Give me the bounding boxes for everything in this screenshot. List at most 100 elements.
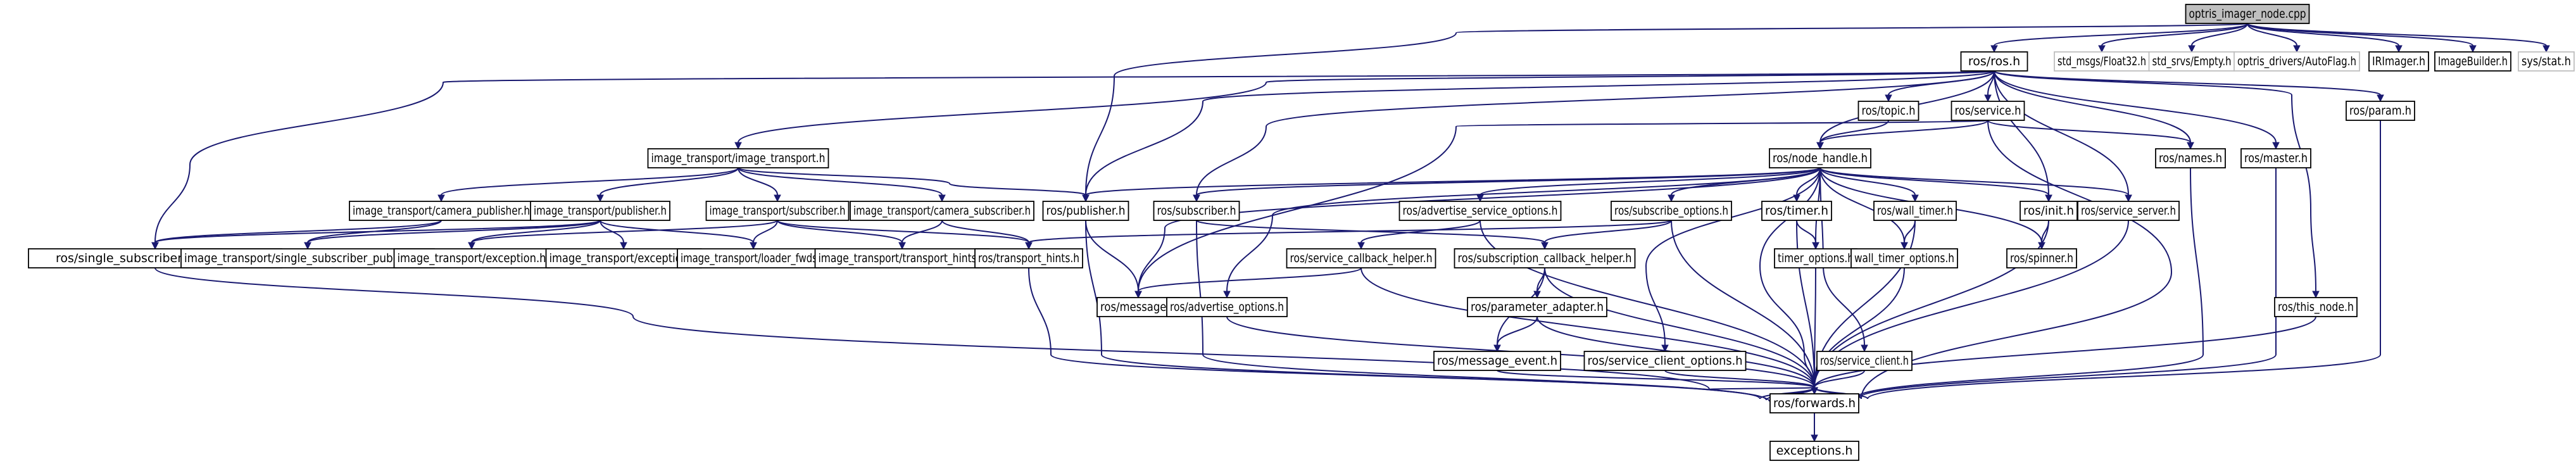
node-ros-service-h[interactable]: ros/service.h: [1951, 101, 2025, 121]
node-label: wall_timer_options.h: [1854, 251, 1954, 265]
node-image-transport-single-subscriber-publisher-h[interactable]: image_transport/single_subscriber_publis…: [180, 248, 435, 268]
edge-root-to-std_empty: [2188, 23, 2248, 53]
edge-it_camera_publisher-to-ros_single_sub_pub: [151, 220, 442, 250]
node-ros-message-event-h[interactable]: ros/message_event.h: [1433, 351, 1561, 371]
edge-line: [1994, 70, 2277, 143]
node-ros-forwards-h[interactable]: ros/forwards.h: [1769, 393, 1859, 413]
edge-arrowhead: [2188, 45, 2196, 53]
node-ros-parameter-adapter-h[interactable]: ros/parameter_adapter.h: [1467, 297, 1607, 317]
node-box: [2240, 148, 2311, 168]
node-ros-init-h[interactable]: ros/init.h: [2020, 201, 2078, 221]
node-box: [2234, 51, 2360, 72]
edge-arrowhead: [1223, 291, 1231, 299]
edge-line: [1819, 167, 1905, 243]
node-ros-node-handle-h[interactable]: ros/node_handle.h: [1769, 148, 1871, 168]
edge-arrowhead: [2542, 45, 2550, 53]
node-ros-transport-hints-h[interactable]: ros/transport_hints.h: [974, 248, 1083, 268]
node-optris-imager-node-cpp[interactable]: optris_imager_node.cpp: [2185, 4, 2310, 24]
edge-arrowhead: [1025, 242, 1033, 250]
edge-line: [1085, 167, 1821, 196]
edge-it_subscriber-to-it_loader_fwds: [750, 220, 778, 250]
edge-arrowhead: [620, 242, 627, 250]
node-image-transport-image-transport-h[interactable]: image_transport/image_transport.h: [647, 148, 829, 168]
edge-ros_node_handle-to-ros_message: [1134, 167, 1821, 299]
node-label: ros/names.h: [2159, 151, 2222, 165]
node-ros-param-h[interactable]: ros/param.h: [2346, 101, 2415, 121]
edge-it_publisher-to-it_exception_b: [600, 220, 627, 250]
edge-line: [1994, 70, 2049, 196]
node-ros-service-client-h[interactable]: ros/service_client.h: [1816, 351, 1913, 371]
node-irimager-h[interactable]: IRImager.h: [2368, 51, 2429, 72]
edge-line: [1819, 120, 1989, 143]
node-ros-master-h[interactable]: ros/master.h: [2240, 148, 2311, 168]
node-image-transport-exception-h[interactable]: image_transport/exception.h: [393, 248, 550, 268]
node-wall-timer-options-h[interactable]: wall_timer_options.h: [1850, 248, 1958, 268]
node-label: std_msgs/Float32.h: [2058, 54, 2146, 68]
edge-line: [1994, 70, 2129, 196]
edge-arrowhead: [2312, 291, 2320, 299]
node-ros-advertise-service-options-h[interactable]: ros/advertise_service_options.h: [1398, 201, 1562, 221]
node-ros-service-server-h[interactable]: ros/service_server.h: [2077, 201, 2180, 221]
edge-line: [471, 220, 601, 243]
node-box: [1454, 248, 1636, 268]
node-ros-service-client-options-h[interactable]: ros/service_client_options.h: [1583, 351, 1747, 371]
edge-line: [1480, 167, 1821, 196]
node-image-transport-camera-subscriber-h[interactable]: image_transport/camera_subscriber.h: [850, 201, 1034, 221]
node-timer-options-h[interactable]: timer_options.h: [1774, 248, 1857, 268]
node-ros-publisher-h[interactable]: ros/publisher.h: [1042, 201, 1129, 221]
edge-it_camera_subscriber-to-it_transport_hints: [898, 220, 943, 250]
edge-line: [1759, 167, 1821, 388]
edge-arrowhead: [1811, 387, 1818, 395]
edge-it_image_transport-to-ros_publisher: [738, 167, 1090, 203]
node-ros-topic-h[interactable]: ros/topic.h: [1857, 101, 1919, 121]
edge-arrowhead: [1990, 45, 1998, 53]
node-ros-wall-timer-h[interactable]: ros/wall_timer.h: [1873, 201, 1957, 221]
node-ros-subscription-callback-helper-h[interactable]: ros/subscription_callback_helper.h: [1454, 248, 1636, 268]
node-image-transport-exception-h[interactable]: image_transport/exception.h: [545, 248, 702, 268]
node-ros-message-h[interactable]: ros/message.h: [1096, 297, 1180, 317]
node-ros-names-h[interactable]: ros/names.h: [2155, 148, 2226, 168]
node-label: image_transport/publisher.h: [534, 204, 667, 218]
edge-line: [600, 220, 754, 243]
node-image-transport-transport-hints-h[interactable]: image_transport/transport_hints.h: [814, 248, 990, 268]
edge-ros_message_event-to-ros_forwards: [1497, 370, 1818, 395]
node-image-transport-publisher-h[interactable]: image_transport/publisher.h: [530, 201, 670, 221]
node-imagebuilder-h[interactable]: ImageBuilder.h: [2434, 51, 2511, 72]
edge-ros_node_handle-to-ros_wall_timer: [1819, 167, 1919, 203]
node-ros-timer-h[interactable]: ros/timer.h: [1761, 201, 1832, 221]
edge-ros_node_handle-to-ros_subscriber: [1193, 167, 1821, 203]
node-ros-subscribe-options-h[interactable]: ros/subscribe_options.h: [1611, 201, 1732, 221]
edge-root-to-sysstat: [2247, 23, 2550, 53]
edge-arrowhead: [437, 194, 445, 203]
node-image-transport-camera-publisher-h[interactable]: image_transport/camera_publisher.h: [349, 201, 534, 221]
node-ros-spinner-h[interactable]: ros/spinner.h: [2006, 248, 2077, 268]
edge-line: [777, 220, 903, 243]
node-image-transport-loader-fwds-h[interactable]: image_transport/loader_fwds.h: [677, 248, 830, 268]
node-ros-service-callback-helper-h[interactable]: ros/service_callback_helper.h: [1286, 248, 1436, 268]
edge-ros_service-to-ros_message: [1134, 120, 1989, 299]
edge-ros_subscriber-to-ros_sub_cb_helper: [1196, 220, 1549, 250]
node-ros-this-node-h[interactable]: ros/this_node.h: [2274, 297, 2358, 317]
edge-ros_adv_srv_opts-to-ros_srv_cb_helper: [1357, 220, 1481, 250]
node-box: [2077, 201, 2180, 221]
edge-line: [1085, 23, 2248, 196]
edge-ros_topic-to-ros_node_handle: [1816, 120, 1889, 150]
node-box: [647, 148, 829, 168]
edge-ros_param_adapter-to-ros_message_event: [1493, 316, 1538, 353]
node-label: image_transport/subscriber.h: [710, 204, 846, 218]
edge-ros_publisher-to-ros_message: [1085, 220, 1142, 299]
node-box: [1286, 248, 1436, 268]
node-label: image_transport/image_transport.h: [651, 151, 826, 165]
node-exceptions-h[interactable]: exceptions.h: [1769, 441, 1859, 461]
edge-arrowhead: [2395, 45, 2403, 53]
edge-line: [471, 220, 778, 243]
edge-line: [154, 267, 1815, 390]
node-label: exceptions.h: [1776, 444, 1853, 458]
edge-it_image_transport-to-it_subscriber: [738, 167, 781, 203]
edge-ros_ros-to-ros_service_server: [1994, 70, 2132, 203]
node-image-transport-subscriber-h[interactable]: image_transport/subscriber.h: [705, 201, 850, 221]
node-ros-advertise-options-h[interactable]: ros/advertise_options.h: [1166, 297, 1288, 317]
node-ros-ros-h[interactable]: ros/ros.h: [1960, 51, 2028, 72]
node-ros-subscriber-h[interactable]: ros/subscriber.h: [1153, 201, 1240, 221]
